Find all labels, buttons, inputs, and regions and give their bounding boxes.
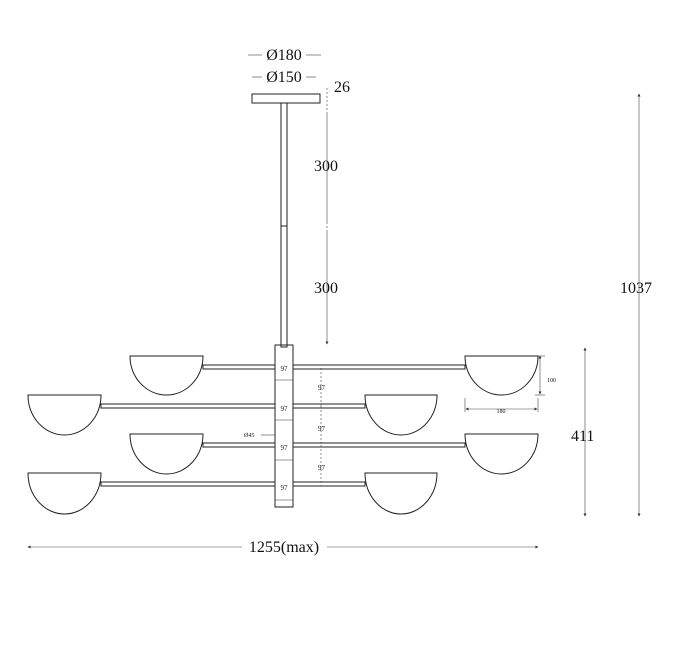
- hub-label-1: 97: [281, 365, 289, 373]
- shades: [27, 355, 539, 515]
- arm-spacing-1: 97: [318, 384, 326, 392]
- shade-width-label: 180: [497, 409, 506, 415]
- body-height-label: 411: [571, 428, 594, 445]
- canopy-height-label: 26: [334, 79, 350, 96]
- suspension-rod: [280, 102, 288, 348]
- arm-spacing-dimensions: 97 97 97: [318, 368, 326, 486]
- arm-spacing-2: 97: [318, 425, 326, 433]
- hub-label-4: 97: [281, 484, 289, 492]
- rod-segment-1-label: 300: [314, 158, 338, 175]
- total-height-label: 1037: [620, 280, 652, 297]
- hub-label-3: 97: [281, 444, 289, 452]
- shade-row3-left: [129, 433, 204, 475]
- shade-row1-right: [464, 355, 539, 396]
- ceiling-canopy: [251, 93, 321, 104]
- arms: [100, 364, 466, 487]
- shade-dimensions: 100 180: [464, 355, 556, 415]
- shade-row2-left: [27, 394, 102, 436]
- rod-dimension-line: 300 300: [314, 88, 338, 345]
- canopy-dimensions: Ø180 Ø150 26: [248, 47, 350, 96]
- shade-row4-left: [27, 472, 102, 515]
- shade-row2-right: [364, 394, 438, 436]
- canopy-outer-diameter: Ø180: [266, 47, 302, 64]
- canopy-inner-diameter: Ø150: [266, 69, 302, 86]
- shade-row1-left: [129, 355, 204, 396]
- hub-diameter: Ø45: [244, 433, 275, 439]
- total-width-label: 1255(max): [249, 539, 319, 556]
- total-width-dimension: 1255(max): [27, 539, 539, 556]
- shade-row3-right: [464, 433, 539, 475]
- shade-height-label: 100: [547, 378, 556, 384]
- hub-diameter-label: Ø45: [244, 433, 254, 439]
- rod-segment-2-label: 300: [314, 280, 338, 297]
- shade-row4-right: [364, 472, 438, 515]
- arm-spacing-3: 97: [318, 464, 326, 472]
- body-height-dimension: 411: [571, 347, 594, 517]
- total-height-dimension: 1037: [620, 93, 652, 517]
- central-hub: 97 97 97 97: [274, 344, 294, 508]
- hub-label-2: 97: [281, 405, 289, 413]
